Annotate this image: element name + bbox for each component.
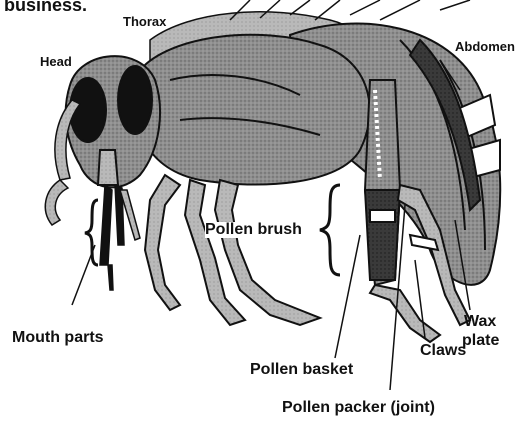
label-pollen-packer: Pollen packer (joint) — [282, 400, 435, 416]
label-claws: Claws — [420, 343, 466, 359]
caption-fragment: business. — [4, 0, 87, 14]
head-body — [66, 56, 160, 187]
label-plate: plate — [462, 333, 499, 349]
label-abdomen: Abdomen — [455, 40, 515, 53]
label-pollen-brush: Pollen brush — [205, 222, 302, 238]
label-pollen-basket: Pollen basket — [250, 362, 353, 378]
legs — [145, 175, 320, 325]
label-thorax: Thorax — [123, 15, 166, 28]
label-head: Head — [40, 55, 72, 68]
pollen-brush-brace — [320, 185, 340, 275]
label-wax: Wax — [464, 314, 496, 330]
thorax-body — [136, 35, 370, 185]
label-mouth-parts: Mouth parts — [12, 330, 104, 346]
mouth-parts-shape — [100, 185, 140, 290]
